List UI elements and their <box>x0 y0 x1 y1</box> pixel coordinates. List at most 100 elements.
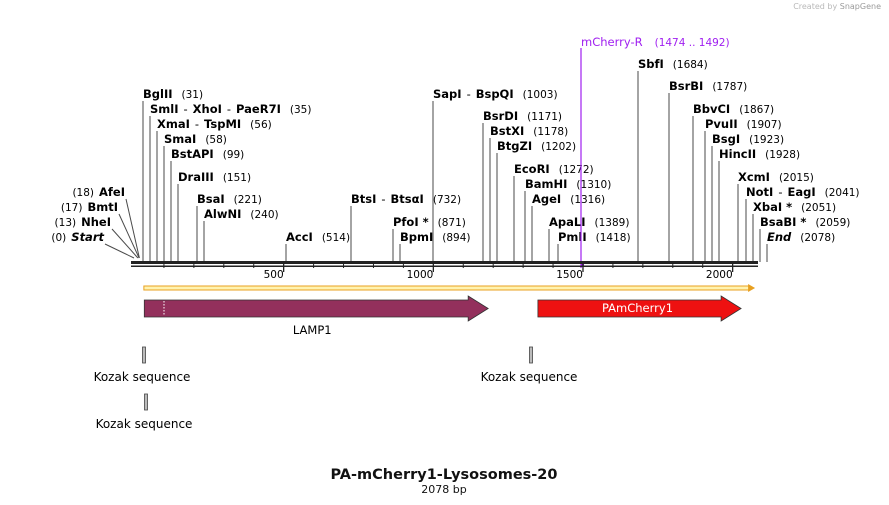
enzyme-name: TspMI <box>204 117 241 131</box>
enzyme-name: SapI <box>433 87 462 101</box>
enzyme-name: AccI <box>286 230 313 244</box>
enzyme-name: SbfI <box>638 57 664 71</box>
enzyme-name: BtgZI <box>497 139 532 153</box>
enzyme-name: BtsαI <box>391 192 424 206</box>
enzyme-name: AlwNI <box>204 207 241 221</box>
site-label: EcoRI (1272) <box>514 162 594 176</box>
site-position: (221) <box>234 194 262 206</box>
enzyme-name: SmaI <box>164 132 196 146</box>
site-position: (1316) <box>570 194 605 206</box>
site-label: SmaI(58) <box>164 132 227 146</box>
enzyme-name: XhoI <box>193 102 222 116</box>
site-position: (1003) <box>523 89 558 101</box>
site-position: (1171) <box>527 111 562 123</box>
site-label: HincII(1928) <box>719 147 800 161</box>
enzyme-separator: - <box>184 102 188 116</box>
site-label: (0) Start <box>51 230 104 244</box>
site-lines <box>104 71 768 262</box>
scale-ticks: 500 1000 1500 2000 <box>163 264 734 281</box>
enzyme-name: BsaI <box>197 192 225 206</box>
enzyme-name: NotI <box>746 185 773 199</box>
plasmid-length: 2078 bp <box>421 483 466 496</box>
site-label: SmlI-XhoI-PaeR7I(35) <box>150 102 311 116</box>
enzyme-name: BpmI <box>400 230 433 244</box>
enzyme-name: BsrBI <box>669 79 703 93</box>
snapgene-credit: Created by SnapGene <box>793 2 881 11</box>
enzyme-name: BsrDI <box>483 109 518 123</box>
site-position: (1907) <box>747 119 782 131</box>
site-label: BsaI (221) <box>197 192 262 206</box>
enzyme-separator: - <box>195 117 199 131</box>
site-label: XmaI-TspMI(56) <box>157 117 272 131</box>
enzyme-name: BtsI <box>351 192 376 206</box>
tick-label: 2000 <box>706 269 733 281</box>
tick-label: 500 <box>264 269 284 281</box>
orf-bar <box>143 285 750 291</box>
kozak-label: Kozak sequence <box>94 370 191 384</box>
site-position: (99) <box>223 149 245 161</box>
site-position: (514) <box>322 232 350 244</box>
orf-arrow <box>143 284 756 292</box>
site-label: (13) NheI <box>55 215 111 229</box>
site-position: (1178) <box>533 126 568 138</box>
enzyme-name: DraIII <box>178 170 214 184</box>
enzyme-name: BstXI <box>490 124 524 138</box>
enzyme-name: EcoRI <box>514 162 550 176</box>
enzyme-name: SmlI <box>150 102 179 116</box>
enzyme-name: BamHI <box>525 177 567 191</box>
enzyme-separator: - <box>381 192 385 206</box>
feature-arrow <box>537 295 742 322</box>
sequence-bar-top <box>131 261 758 264</box>
primer-layer: mCherry-R(1474 .. 1492) <box>580 35 730 268</box>
site-position: (1389) <box>595 217 630 229</box>
site-position: (17) <box>61 202 83 214</box>
enzyme-name: AfeI <box>99 185 125 199</box>
site-position: (1923) <box>749 134 784 146</box>
site-position: (13) <box>55 217 77 229</box>
site-position: (31) <box>182 89 204 101</box>
site-position: (18) <box>72 187 94 199</box>
snapgene-logo-text: SnapGene <box>839 2 881 11</box>
site-label: ApaLI(1389) <box>549 215 629 229</box>
site-position: (0) <box>51 232 66 244</box>
enzyme-name: Start <box>71 230 104 244</box>
site-label: BstAPI(99) <box>171 147 244 161</box>
enzyme-name: PvuII <box>705 117 738 131</box>
enzyme-name: BsgI <box>712 132 740 146</box>
site-position: (35) <box>290 104 312 116</box>
site-label: BglII(31) <box>143 87 203 101</box>
backbone <box>131 261 758 267</box>
site-position: (2015) <box>779 172 814 184</box>
primer-range: (1474 .. 1492) <box>655 37 730 49</box>
tick-label: 1500 <box>556 269 583 281</box>
enzyme-separator: - <box>778 185 782 199</box>
site-label: (18) AfeI <box>72 185 125 199</box>
site-position: (2041) <box>825 187 860 199</box>
enzyme-name: BsaBI * <box>760 215 806 229</box>
site-label: BsaBI *(2059) <box>760 215 850 229</box>
feature-label: PAmCherry1 <box>602 301 673 315</box>
site-label: BsgI (1923) <box>712 132 784 146</box>
primer-label: mCherry-R(1474 .. 1492) <box>581 35 730 49</box>
site-position: (1272) <box>559 164 594 176</box>
enzyme-name: NheI <box>81 215 111 229</box>
site-position: (1202) <box>541 141 576 153</box>
site-position: (1928) <box>765 149 800 161</box>
enzyme-name: XmaI <box>157 117 190 131</box>
feature-arrow <box>143 295 489 322</box>
enzyme-separator: - <box>467 87 471 101</box>
site-label: (17)BmtI <box>61 200 118 214</box>
kozak-marker <box>144 393 148 411</box>
site-connector <box>104 243 135 259</box>
site-position: (2078) <box>800 232 835 244</box>
kozak-marker <box>142 346 146 364</box>
kozak-label: Kozak sequence <box>481 370 578 384</box>
site-connector <box>125 198 140 259</box>
tick-label: 1000 <box>407 269 434 281</box>
enzyme-name: BbvCI <box>693 102 730 116</box>
site-position: (871) <box>438 217 466 229</box>
site-label: SapI-BspQI(1003) <box>433 87 558 101</box>
